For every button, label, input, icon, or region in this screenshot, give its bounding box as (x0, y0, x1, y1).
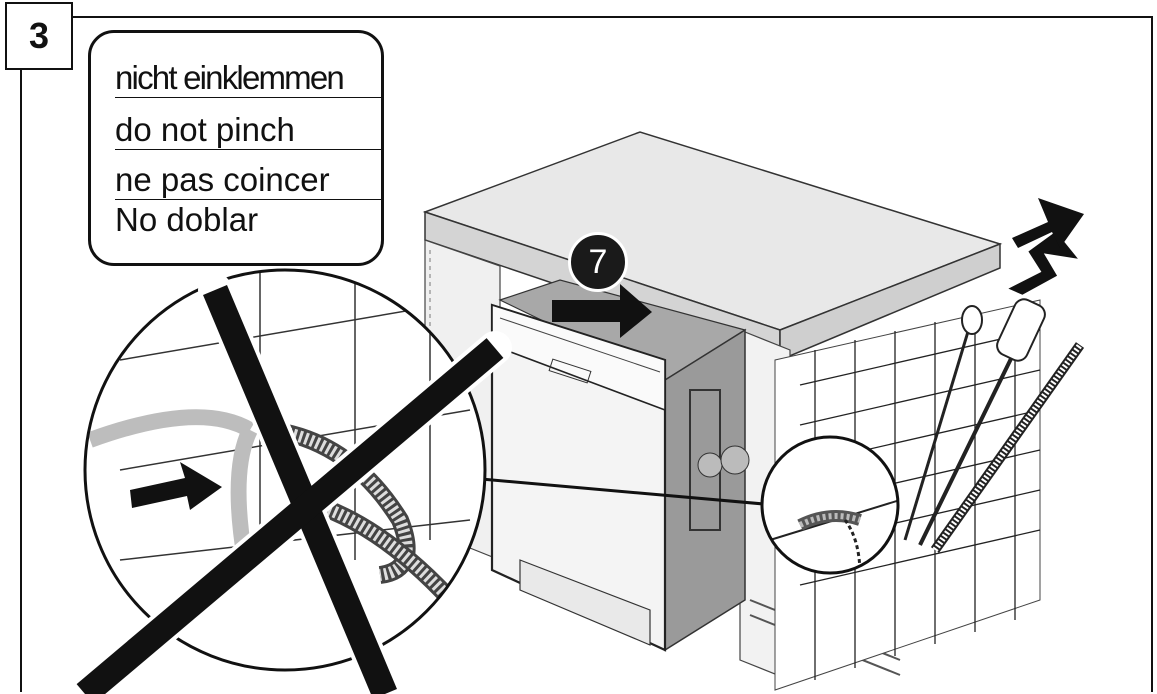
warning-line-english: do not pinch (115, 111, 381, 150)
warning-line-german: nicht einklemmen (115, 59, 381, 98)
step-frame (20, 16, 1153, 692)
step-callout-badge: 7 (568, 232, 628, 292)
water-hose-icon (918, 298, 1046, 546)
hose-detail-circle (760, 435, 900, 575)
dishwasher (490, 279, 750, 652)
warning-line-spanish: No doblar (115, 201, 259, 238)
push-arrow-icon (552, 284, 652, 338)
warning-line-french: ne pas coincer (115, 161, 381, 200)
step-number: 3 (5, 2, 73, 70)
power-plug-icon (903, 305, 983, 541)
drain-hose-icon (930, 342, 1085, 553)
prohibited-cross-icon (68, 273, 512, 694)
warning-box: nicht einklemmen do not pinch ne pas coi… (88, 30, 384, 266)
lift-arrow-icon (1008, 198, 1084, 295)
